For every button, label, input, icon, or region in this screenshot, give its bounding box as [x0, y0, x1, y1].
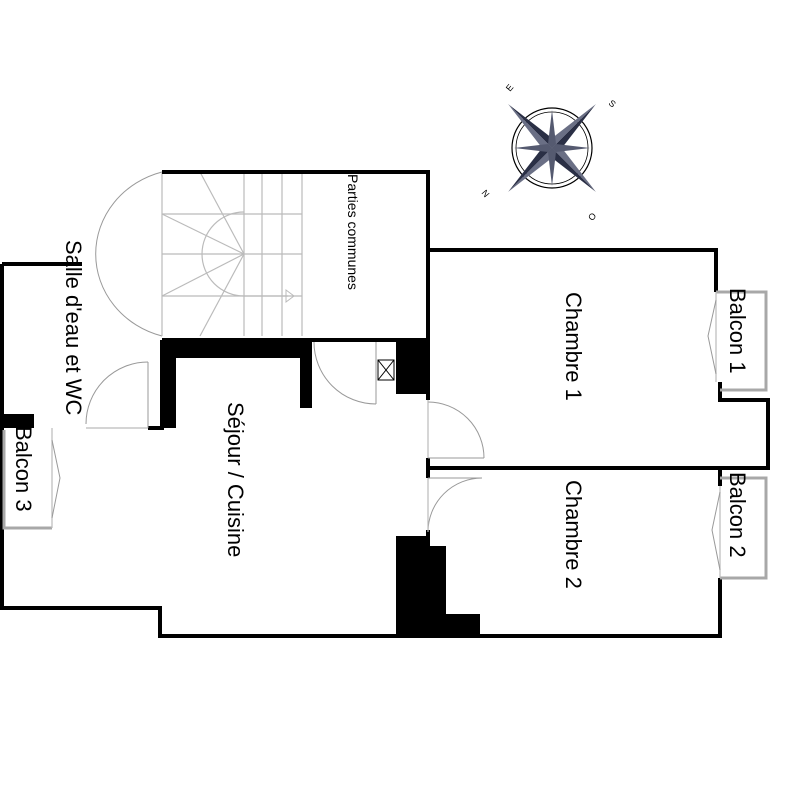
label-balcon1: Balcon 1 [725, 288, 750, 374]
doors [85, 341, 485, 533]
compass-label-e: E [504, 82, 516, 93]
label-parties-communes: Parties communes [345, 174, 361, 290]
compass-label-o: O [586, 211, 598, 223]
wall-blocks [2, 338, 480, 636]
walls [0, 170, 770, 638]
label-chambre1: Chambre 1 [561, 292, 586, 401]
duct-box [377, 359, 395, 381]
compass-label-n: N [480, 188, 492, 199]
label-chambre2: Chambre 2 [561, 480, 586, 589]
label-balcon3: Balcon 3 [11, 426, 36, 512]
compass-rose-icon: E S N O [480, 82, 618, 223]
label-balcon2: Balcon 2 [725, 472, 750, 558]
balconies [2, 290, 768, 580]
staircase [95, 171, 303, 337]
label-sejour: Séjour / Cuisine [223, 402, 248, 557]
label-salle-eau: Salle d'eau et WC [61, 240, 86, 416]
compass-label-s: S [607, 98, 618, 110]
